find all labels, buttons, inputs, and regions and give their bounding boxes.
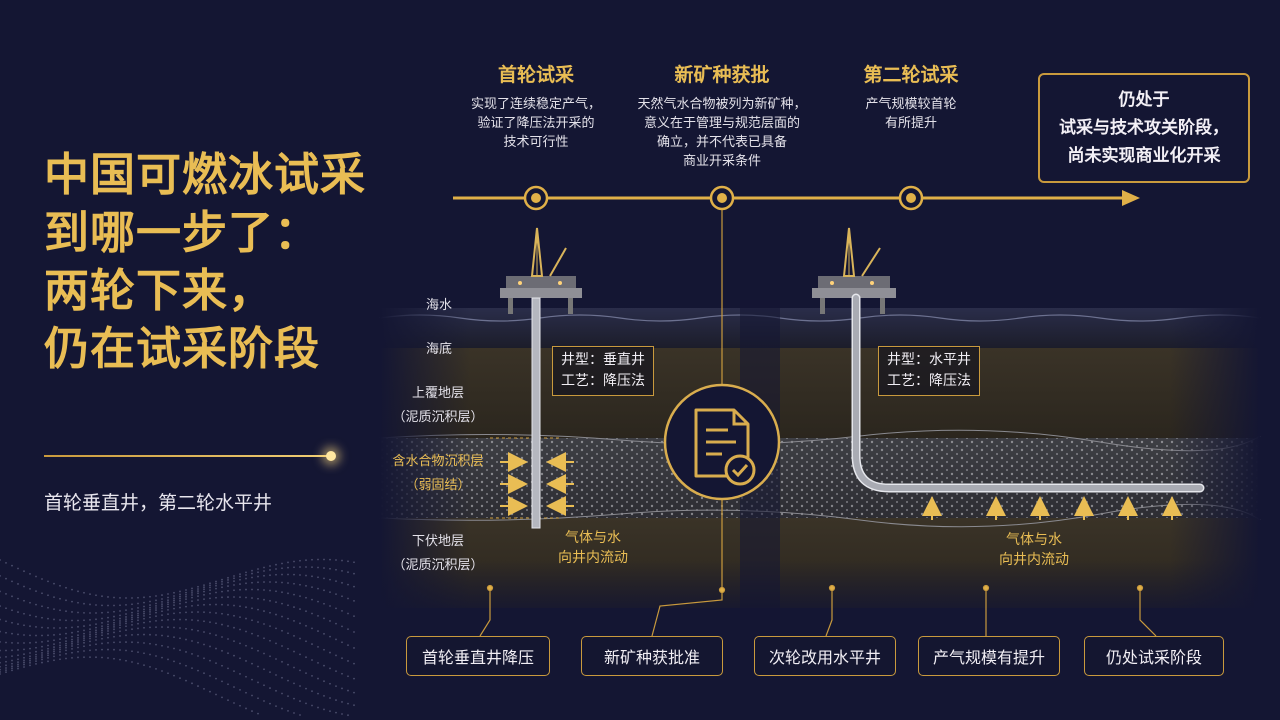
milestone-desc: 天然气水合物被列为新矿种， 意义在于管理与规范层面的 确立，并不代表已具备 商业… [622,95,822,171]
flow-line: 向井内流动 [558,550,628,566]
title-line: 到哪一步了： [44,206,321,259]
well-type: 井型：水平井 [887,352,971,368]
desc-line: 商业开采条件 [682,154,761,169]
step-box-1: 首轮垂直井降压 [406,636,550,676]
layer-line: 下伏地层 [411,534,464,549]
platform-2 [812,227,896,314]
desc-line: 意义在于管理与规范层面的 [643,116,800,131]
status-line: 尚未实现商业化开采 [1067,146,1221,166]
desc-line: 技术可行性 [503,135,569,150]
layer-line: （弱固结） [405,478,471,493]
step-box-3: 次轮改用水平井 [754,636,896,676]
divider-glow-dot [326,451,336,461]
well-type: 井型：垂直井 [561,352,645,368]
cross-section [379,300,1261,620]
layer-label-seawater: 海水 [425,298,452,313]
desc-line: 产气规模较首轮 [865,97,957,112]
platform-1 [500,227,582,314]
subtitle: 首轮垂直井，第二轮水平井 [44,492,273,514]
vertical-well [531,297,541,529]
milestone-new-mineral: 新矿种获批 天然气水合物被列为新矿种， 意义在于管理与规范层面的 确立，并不代表… [622,60,822,171]
desc-line: 确立，并不代表已具备 [656,135,787,150]
flow-arrows-2 [922,496,1182,520]
layer-label-hydrate: 含水合物沉积层 （弱固结） [380,452,496,496]
layer-line: 含水合物沉积层 [392,454,484,469]
milestone-desc: 实现了连续稳定产气， 验证了降压法开采的 技术可行性 [456,95,616,152]
particle-wave-decoration [0,558,355,717]
well-method: 工艺：降压法 [887,373,971,389]
status-line: 仍处于 [1118,90,1170,110]
step-box-5: 仍处试采阶段 [1084,636,1224,676]
desc-line: 有所提升 [884,116,937,131]
flow-line: 气体与水 [1006,532,1062,548]
flow-line: 气体与水 [565,530,621,546]
well-1-flow-label: 气体与水 向井内流动 [548,528,638,568]
document-check-icon [663,383,781,501]
milestone-first-trial: 首轮试采 实现了连续稳定产气， 验证了降压法开采的 技术可行性 [456,60,616,152]
desc-line: 天然气水合物被列为新矿种， [637,97,807,112]
desc-line: 验证了降压法开采的 [477,116,595,131]
status-line: 试采与技术攻关阶段， [1059,118,1229,138]
well-1-info: 井型：垂直井 工艺：降压法 [552,346,654,396]
flow-line: 向井内流动 [999,552,1069,568]
bottom-connectors [479,584,1157,637]
timeline-arrowhead [1122,190,1140,206]
title-line: 中国可燃冰试采 [44,148,367,201]
milestone-title: 新矿种获批 [674,64,770,86]
milestone-title: 首轮试采 [497,64,574,86]
desc-line: 实现了连续稳定产气， [470,97,601,112]
layer-label-overburden: 上覆地层 （泥质沉积层） [388,384,488,428]
layer-label-underburden: 下伏地层 （泥质沉积层） [388,532,488,576]
step-box-2: 新矿种获批准 [581,636,723,676]
layer-label-seabed: 海底 [425,342,452,357]
title-divider [44,455,334,457]
milestone-desc: 产气规模较首轮 有所提升 [836,95,986,133]
timeline-nodes [523,185,924,211]
well-2-info: 井型：水平井 工艺：降压法 [878,346,980,396]
milestone-title: 第二轮试采 [863,64,959,86]
title-line: 两轮下来， [44,264,275,317]
title-line: 仍在试采阶段 [44,322,321,375]
status-box: 仍处于 试采与技术攻关阶段， 尚未实现商业化开采 [1038,73,1250,183]
well-method: 工艺：降压法 [561,373,645,389]
step-box-4: 产气规模有提升 [918,636,1060,676]
flow-arrows-1 [500,452,574,516]
layer-line: （泥质沉积层） [392,410,484,425]
layer-line: （泥质沉积层） [392,558,484,573]
page-title: 中国可燃冰试采 到哪一步了： 两轮下来， 仍在试采阶段 [44,146,464,378]
milestone-second-trial: 第二轮试采 产气规模较首轮 有所提升 [836,60,986,133]
layer-line: 上覆地层 [411,386,464,401]
well-2-flow-label: 气体与水 向井内流动 [986,530,1082,570]
